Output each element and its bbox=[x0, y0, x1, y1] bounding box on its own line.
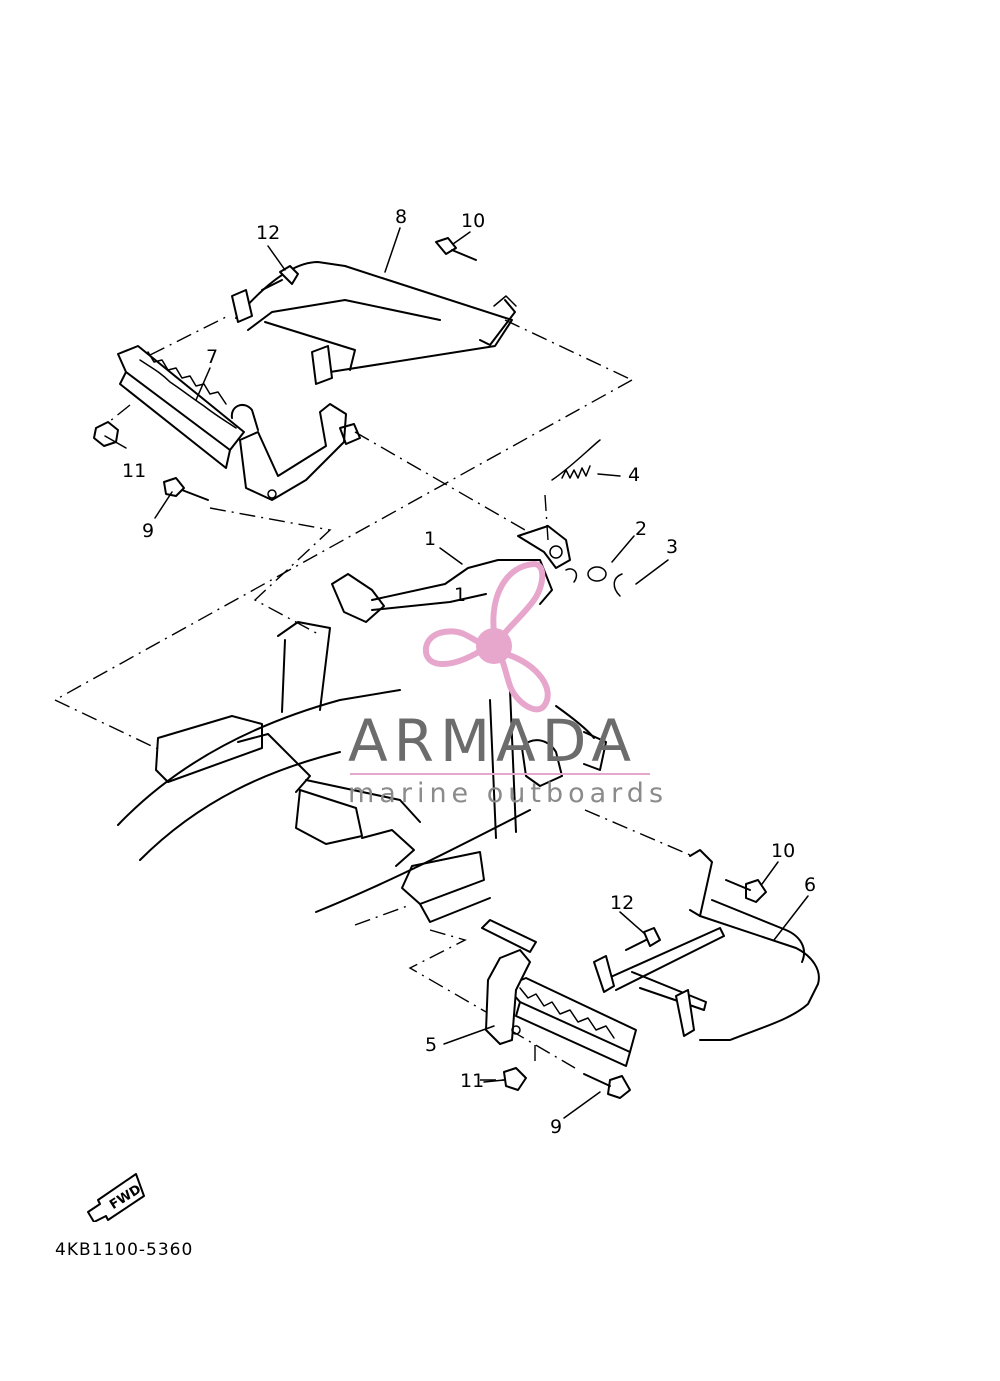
watermark-divider bbox=[350, 773, 650, 775]
callout-11-upper: 11 bbox=[122, 460, 147, 482]
callout-2: 2 bbox=[635, 518, 648, 540]
lower-right-footrest-assembly bbox=[481, 849, 820, 1099]
reference-lines bbox=[54, 314, 691, 1081]
callout-4: 4 bbox=[628, 464, 641, 486]
forward-arrow-icon: FWD bbox=[87, 1173, 145, 1222]
callout-3: 3 bbox=[666, 536, 679, 558]
upper-left-footrest-assembly bbox=[93, 237, 517, 501]
callout-10-lower: 10 bbox=[771, 840, 796, 862]
callout-10-upper: 10 bbox=[461, 210, 486, 232]
callout-12-lower: 12 bbox=[610, 892, 635, 914]
callout-6: 6 bbox=[804, 874, 817, 896]
diagram-code: 4KB1100-5360 bbox=[55, 1240, 194, 1260]
callout-11-lower: 11 bbox=[460, 1070, 485, 1092]
callout-1-lower: 1 bbox=[454, 584, 467, 606]
watermark-subtitle: marine outboards bbox=[348, 778, 669, 809]
leader-lines bbox=[104, 227, 809, 1119]
callout-9-lower: 9 bbox=[550, 1116, 563, 1138]
brake-pedal-assembly bbox=[331, 439, 623, 623]
propeller-icon bbox=[422, 560, 551, 713]
watermark-title: ARMADA bbox=[348, 707, 638, 775]
callout-7: 7 bbox=[206, 346, 219, 368]
callout-12-upper: 12 bbox=[256, 222, 281, 244]
callout-9-upper: 9 bbox=[142, 520, 155, 542]
callout-1-upper: 1 bbox=[424, 528, 437, 550]
frame bbox=[117, 621, 607, 923]
callout-5: 5 bbox=[425, 1034, 438, 1056]
callout-8: 8 bbox=[395, 206, 408, 228]
